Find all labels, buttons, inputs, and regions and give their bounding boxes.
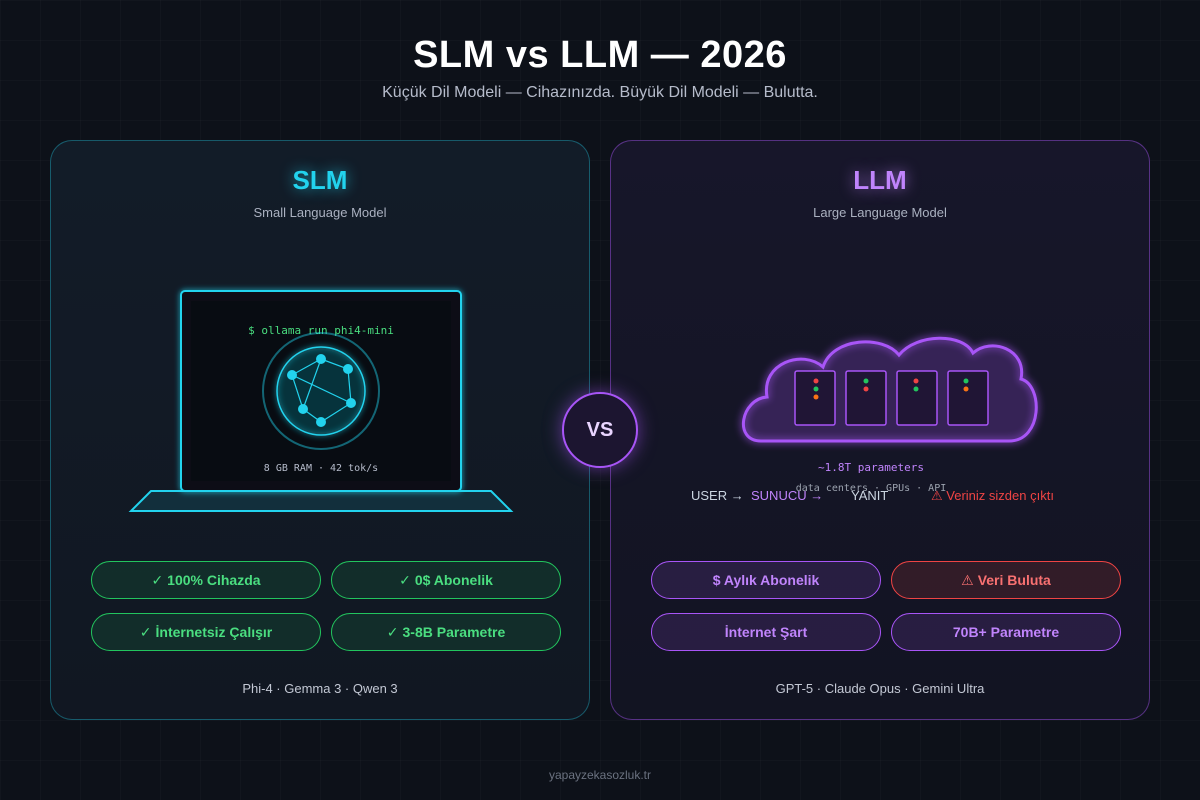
check-icon: ✓: [151, 571, 164, 588]
server-unit: [896, 370, 938, 426]
network-node: [316, 417, 326, 427]
slm-title: SLM: [292, 165, 348, 195]
pill-on-device: ✓ 100% Cihazda: [91, 561, 321, 599]
vs-badge: VS: [562, 392, 638, 468]
network-edges: [291, 357, 352, 423]
llm-subtitle: Large Language Model: [813, 205, 947, 220]
slm-subtitle: Small Language Model: [253, 205, 387, 220]
server-leds: [813, 378, 969, 400]
network-node: [287, 370, 297, 380]
cloud-shape: [742, 336, 1038, 443]
network-node: [298, 404, 308, 414]
server-unit: [845, 370, 887, 426]
laptop-illustration: $ ollama run phi4-mini 8 GB RAM · 42 tok…: [128, 290, 514, 512]
check-icon: ✓: [386, 623, 399, 640]
flow-server: SUNUCU →: [751, 488, 824, 503]
flow-user: USER →: [691, 488, 744, 503]
datacenter-label: data centers · GPUs · API: [796, 483, 947, 494]
warning-icon: ⚠: [931, 488, 943, 503]
flow-answer: YANIT: [851, 488, 889, 503]
pill-no-subscription: ✓ 0$ Abonelik: [331, 561, 561, 599]
cloud-illustration: ~1.8T parameters data centers · GPUs · A…: [742, 336, 1038, 494]
chip-outer-ring: [262, 332, 380, 450]
page-title: SLM vs LLM — 2026: [413, 34, 787, 76]
laptop-base: [128, 490, 514, 512]
pill-data-cloud: ⚠ Veri Buluta: [891, 561, 1121, 599]
check-icon: ✓: [139, 623, 152, 640]
pill-label: $ Aylık Abonelik: [712, 572, 820, 588]
pill-label: İnternet Şart: [724, 624, 808, 640]
slm-panel: SLM Small Language Model $ ollama run ph…: [50, 140, 590, 720]
llm-panel: LLM Large Language Model: [610, 140, 1150, 720]
network-node: [343, 364, 353, 374]
pill-label: 70B+ Parametre: [952, 624, 1060, 640]
slm-models: Phi-4 · Gemma 3 · Qwen 3: [242, 681, 398, 696]
terminal-stats: 8 GB RAM · 42 tok/s: [264, 463, 378, 474]
warning-icon: ⚠: [961, 571, 974, 588]
pill-label: 0$ Abonelik: [414, 572, 493, 588]
flow-warning: ⚠ Veriniz sizden çıktı: [931, 488, 1054, 504]
data-flow: USER → SUNUCU → YANIT ⚠ Veriniz sizden ç…: [611, 488, 1149, 508]
network-node: [346, 398, 356, 408]
check-icon: ✓: [399, 571, 411, 588]
pill-params: ✓ 3-8B Parametre: [331, 613, 561, 651]
pill-label: 3-8B Parametre: [402, 624, 506, 640]
pill-label: İnternetsiz Çalışır: [155, 624, 273, 640]
pill-subscription: $ Aylık Abonelik: [651, 561, 881, 599]
pill-internet-required: İnternet Şart: [651, 613, 881, 651]
flow-warning-text: Veriniz sizden çıktı: [946, 488, 1054, 503]
pill-params: 70B+ Parametre: [891, 613, 1121, 651]
terminal-command: $ ollama run phi4-mini: [248, 324, 394, 337]
network-edge-cross: [291, 374, 352, 404]
llm-title: LLM: [853, 165, 907, 195]
pill-label: Veri Buluta: [977, 572, 1051, 588]
pill-offline: ✓ İnternetsiz Çalışır: [91, 613, 321, 651]
server-unit: [947, 370, 989, 426]
llm-models: GPT-5 · Claude Opus · Gemini Ultra: [775, 681, 985, 696]
page-subtitle: Küçük Dil Modeli — Cihazınızda. Büyük Di…: [382, 84, 818, 101]
pill-label: 100% Cihazda: [167, 572, 261, 588]
footer-domain: yapayzekasozluk.tr: [548, 768, 652, 782]
network-node: [316, 354, 326, 364]
params-label: ~1.8T parameters: [818, 461, 924, 474]
